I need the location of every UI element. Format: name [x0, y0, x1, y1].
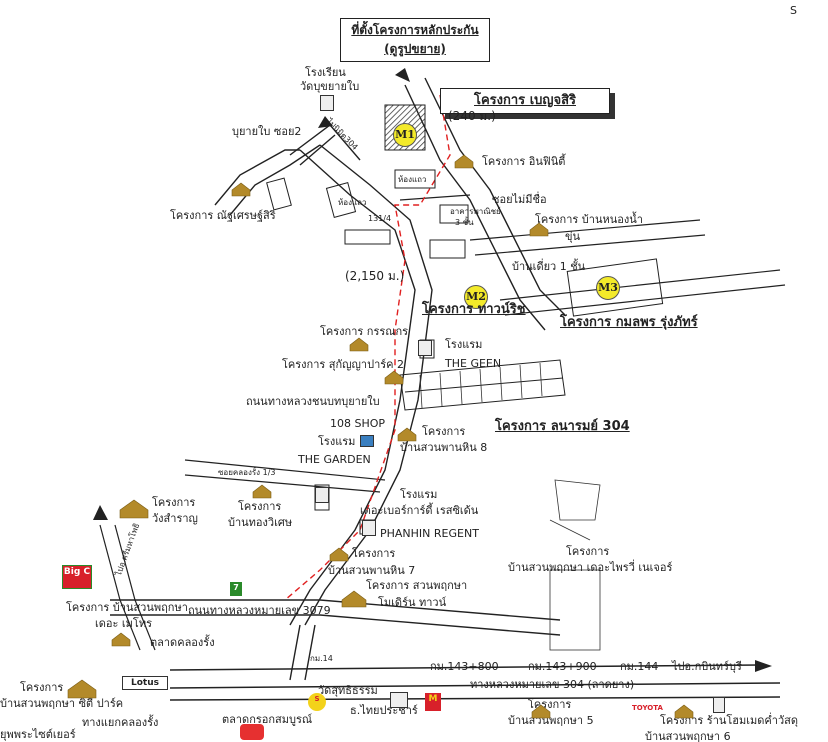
lotus-logo: Lotus	[122, 676, 168, 690]
building-outlines	[266, 169, 469, 535]
ban-nong-nam-label-2: ขุ่น	[565, 230, 581, 243]
suanpruk-city-a: โครงการ	[20, 681, 64, 694]
toyota-logo: TOYOTA	[632, 704, 663, 712]
temple-label: วัดสุทธิธรรม	[318, 684, 378, 697]
lane-131: 131/4	[368, 214, 392, 223]
hotel-garden-a: โรงแรม	[318, 435, 356, 448]
suanpruk-modern-a: โครงการ สวนพฤกษา	[366, 579, 468, 592]
commercial-label: อาคารพาณิชย์	[450, 207, 501, 216]
homemart-label: โครงการ ร้านโฮมเมดค่ำวัสดุ	[660, 714, 798, 727]
title-box: ที่ตั้งโครงการหลักประกัน (ดูรูปขยาย)	[340, 18, 490, 62]
road-304-upper	[404, 77, 566, 331]
shophouse-2: ห้องแถว	[338, 198, 367, 207]
prasertwut-label: ยุพพระไซต์เยอร์	[0, 728, 76, 741]
m3-block	[566, 258, 664, 317]
suanpruk5-a: โครงการ	[528, 698, 572, 711]
road-304-bottom	[169, 664, 781, 701]
hw3079-label: ถนนทางหลวงหมายเลข 3079	[188, 604, 331, 617]
hotel-geen-icon	[418, 340, 432, 356]
distance-2150: (2,150 ม.)	[345, 269, 405, 283]
kornnakorn-label: โครงการ กรรณกร	[320, 325, 409, 338]
market-icon	[240, 724, 264, 740]
hotel-garden-icon	[315, 487, 329, 503]
hotel-resident-b: เดอะเบอร์การ์ดี้ เรสซิเด้น	[360, 504, 479, 517]
suanpruk-lake-b: บ้านสวนพฤกษา เดอะไพรวี่ เนเจอร์	[508, 561, 673, 574]
hw304-label: ทางหลวงหมายเลข 304 (ลาดยาง)	[470, 678, 635, 691]
hotel-geen-a: โรงแรม	[445, 338, 483, 351]
suanphan7-a: โครงการ	[352, 547, 396, 560]
shop108-label: 108 SHOP	[330, 417, 386, 430]
lanarom-grid	[419, 362, 543, 409]
thanon-sub-label: ถนนทางหลวงชนบทบุยายใบ	[246, 395, 380, 408]
to-kabin: ไปอ.กบินทร์บุรี	[672, 660, 742, 673]
lake-grid	[549, 479, 601, 651]
soi-mai-mi-chue: ซอยไม่มีชื่อ	[492, 193, 547, 206]
suanphan8-b: บ้านสวนพานหิน 8	[400, 441, 488, 454]
hotel-geen-b: THE GEEN	[445, 357, 502, 370]
mcdonalds-logo: M	[425, 693, 441, 711]
ban-nong-nam-label: โครงการ บ้านหนองน้ำ	[535, 213, 643, 226]
kamolporn-label: โครงการ กมลพร รุ่งภัทร์	[560, 315, 698, 330]
km143-800: กม.143+800	[430, 660, 499, 673]
phanhin-icon	[362, 520, 376, 536]
title-line1: ที่ตั้งโครงการหลักประกัน	[351, 23, 479, 37]
shop108-icon	[360, 435, 374, 447]
road-3079	[110, 599, 561, 681]
suanpruk-modern-b: โมเดิร์น ทาวน์	[378, 596, 447, 609]
suanpruk-metro-a: โครงการ บ้านสวนพฤกษา	[66, 601, 188, 614]
seven-eleven-logo: 7	[230, 582, 242, 596]
km143-900: กม.143+900	[528, 660, 597, 673]
suanpruk6-label: บ้านสวนพฤกษา 6	[645, 730, 731, 742]
school-label-a: โรงเรียน	[305, 66, 346, 79]
title-line2: (ดูรูปขยาย)	[384, 42, 446, 56]
phanhin-label: PHANHIN REGENT	[380, 527, 479, 540]
wangsamran-b: วังสำราญ	[152, 512, 198, 525]
commercial-label-2: 3 ชั้น	[455, 218, 474, 227]
road-buyaibai-soi2: บุยายใบ ซอย2	[232, 125, 302, 138]
ban-diao: บ้านเดี่ยว 1 ชั้น	[512, 260, 586, 273]
nanthasiri-label: โครงการ ณัฐเศรษฐ์สิริ	[170, 209, 276, 222]
lanarom-block	[399, 359, 566, 411]
benjasiri-label: โครงการ เบญจสิริ	[474, 93, 576, 108]
shell-logo: S	[308, 693, 326, 711]
km144: กม.144	[620, 660, 659, 673]
thongwises-a: โครงการ	[238, 500, 282, 513]
suanphan8-a: โครงการ	[422, 425, 466, 438]
hotel-resident-a: โรงแรม	[400, 488, 438, 501]
wangsamran-a: โครงการ	[152, 496, 196, 509]
bigc-logo: Big C	[62, 565, 92, 589]
bank-icon	[390, 692, 408, 708]
arrows	[93, 68, 772, 672]
road-nimit	[289, 144, 433, 626]
shophouse-1: ห้องแถว	[398, 175, 427, 184]
suanpruk-city-b: บ้านสวนพฤกษา ซิตี้ ปาร์ค	[0, 697, 124, 710]
marker-m3: M3	[596, 276, 620, 300]
lotus-label: Lotus	[131, 678, 159, 688]
suanpruk-metro-b: เดอะ เมโทร	[95, 617, 152, 630]
infinity-label: โครงการ อินฟินิตี้	[482, 155, 566, 168]
lanarom-label: โครงการ ลนารมย์ 304	[495, 419, 630, 434]
soi-lk-label: ซอยคลองรั้ง 1/3	[218, 468, 276, 477]
km14-label: กม.14	[310, 654, 333, 663]
junction-label: ทางแยกคลองรั้ง	[82, 716, 159, 729]
school-label-b: วัดบุขยายใบ	[300, 80, 360, 93]
suanpruk5-b: บ้านสวนพฤกษา 5	[508, 714, 594, 727]
corner-text: S	[790, 4, 797, 17]
suanpruk-lake-a: โครงการ	[566, 545, 610, 558]
benjasiri-label-box: โครงการ เบญจสิริ	[440, 88, 610, 114]
distance-240: (240 ม.)	[448, 109, 496, 123]
sukanya-label: โครงการ สุกัญญาปาร์ค 2	[282, 358, 405, 371]
marker-m2: M2	[464, 285, 488, 309]
homemart-icon	[713, 697, 725, 713]
marker-m1: M1	[393, 123, 417, 147]
hotel-garden-b: THE GARDEN	[298, 453, 371, 466]
tawanrit-label: โครงการ ทาวน์ริช	[422, 302, 526, 317]
thongwises-b: บ้านทองวิเศษ	[228, 516, 293, 529]
school-icon	[320, 95, 334, 111]
suanphan7-b: บ้านสวนพานหิน 7	[328, 564, 416, 577]
market-lk: ตลาดคลองรั้ง	[150, 636, 215, 649]
market-somboon: ตลาดกรอกสมบูรณ์	[222, 713, 313, 726]
